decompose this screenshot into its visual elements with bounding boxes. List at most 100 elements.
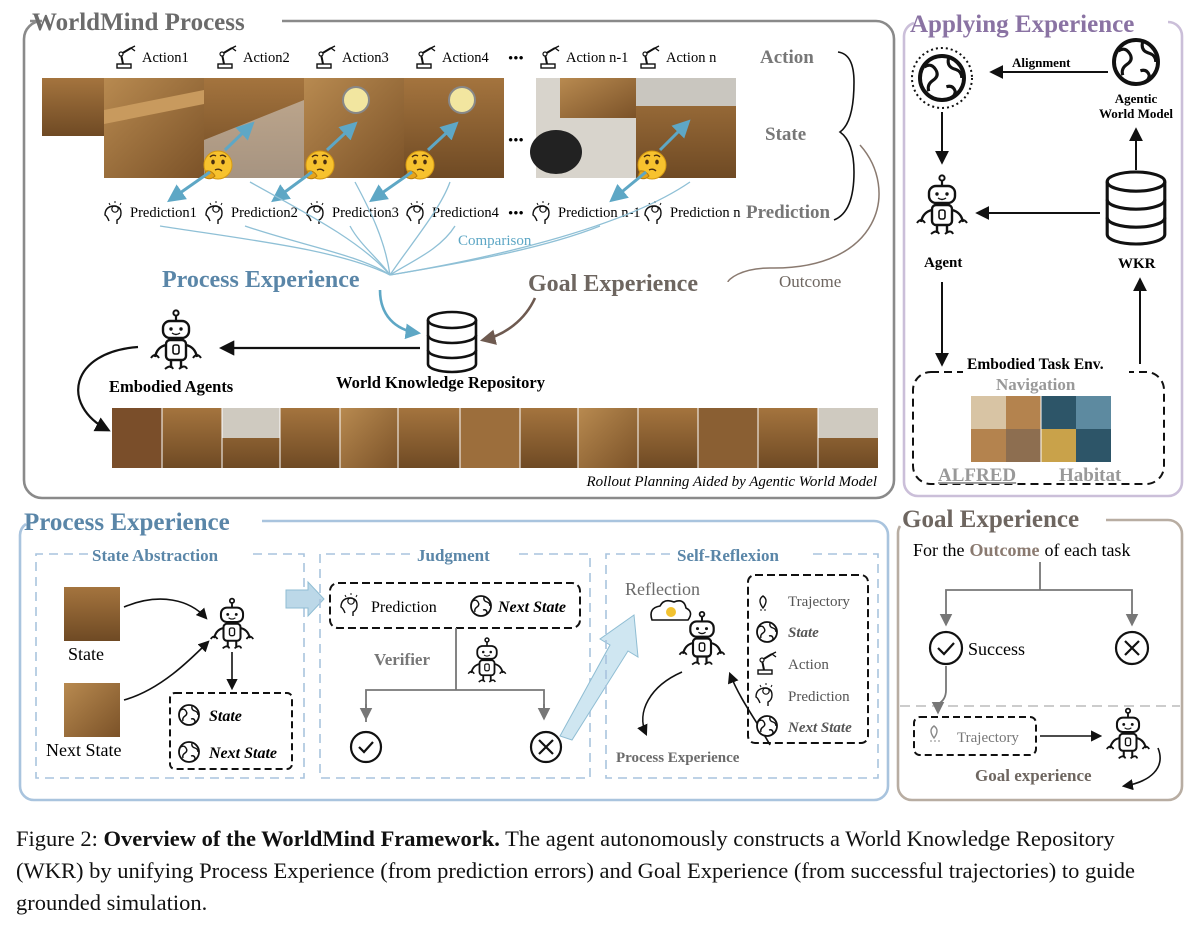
abstract-state-label: State — [209, 708, 242, 725]
action-row: Action1 Action2 Action3 Action4 ••• Acti… — [116, 45, 717, 69]
state-ellipsis: ••• — [508, 133, 524, 149]
ellipsis: ••• — [508, 206, 524, 222]
reflection-list-item: Prediction — [788, 689, 850, 705]
row-labels: Action State Prediction — [746, 47, 831, 223]
robot-icon — [149, 309, 203, 371]
success-to-trajectory-arrow — [931, 666, 947, 715]
fail-to-reflection-arrow — [559, 614, 639, 741]
globe-icon — [918, 54, 966, 102]
abstraction-to-judgment-arrow — [285, 580, 325, 618]
state-to-robot-arrow — [123, 598, 208, 620]
of-each-task-text: of each task — [1044, 540, 1130, 560]
rollout-label: Rollout Planning Aided by Agentic World … — [585, 474, 877, 490]
action-label: Action3 — [342, 50, 389, 66]
env-thumbnails — [971, 396, 1111, 462]
reflection-list-item: Action — [788, 657, 829, 673]
robot-to-goal-experience-arrow — [1121, 747, 1161, 791]
fail-cross-icon — [529, 730, 563, 764]
embodied-agents-label: Embodied Agents — [109, 377, 234, 396]
judgment-title: Judgment — [417, 546, 490, 565]
env-title: Embodied Task Env. — [967, 356, 1104, 373]
row-label-prediction: Prediction — [746, 202, 831, 223]
brace — [833, 51, 855, 221]
worldmind-process-title: WorldMind Process — [32, 9, 245, 36]
trajectory-pin-icon — [759, 595, 768, 611]
outcome-label: Outcome — [779, 272, 841, 291]
bulb-head-icon — [532, 200, 550, 225]
state-transition-arrows — [167, 119, 691, 203]
reflection-label: Reflection — [625, 579, 700, 599]
robot-arm-icon — [416, 45, 436, 69]
caption-title: Overview of the WorldMind Framework. — [103, 826, 500, 851]
outcome-keyword: Outcome — [970, 540, 1040, 560]
robot-arm-icon — [116, 45, 136, 69]
reflection-list-item: State — [788, 625, 819, 641]
prediction-label: Prediction4 — [432, 205, 500, 221]
state-thumbnail — [64, 587, 120, 641]
state-abstraction-title: State Abstraction — [92, 546, 219, 565]
robot-icon — [209, 597, 255, 650]
self-reflexion-box — [605, 553, 879, 779]
robot-icon — [915, 174, 969, 236]
prediction-label: Prediction3 — [332, 205, 399, 221]
prediction-label: Prediction n-1 — [558, 205, 641, 221]
prediction-row: Prediction1 Prediction2 Prediction3 Pred… — [104, 200, 741, 225]
wkr-label: WKR — [1118, 256, 1156, 272]
robot-icon — [467, 637, 507, 683]
applying-experience-title: Applying Experience — [910, 11, 1134, 38]
abstract-next-state-label: Next State — [208, 745, 277, 762]
outcome-branches — [945, 562, 1133, 620]
next-state-to-robot-arrow — [123, 640, 210, 701]
alignment-label: Alignment — [1012, 55, 1071, 70]
globe-icon — [756, 715, 778, 737]
agent-to-rollout-arrow — [77, 345, 139, 432]
robot-arm-icon — [217, 45, 237, 69]
habitat-label: Habitat — [1059, 465, 1122, 486]
reflection-list-item: Next State — [787, 720, 852, 736]
action-label: Action n-1 — [566, 50, 628, 66]
database-icon — [426, 310, 478, 374]
self-reflexion-title: Self-Reflexion — [677, 546, 780, 565]
globe-icon — [756, 621, 778, 643]
repository-label: World Knowledge Repository — [336, 373, 546, 392]
globe-icon — [1112, 38, 1160, 86]
verifier-branches — [365, 689, 545, 722]
caption-body: The agent autonomously constructs a Worl… — [16, 826, 1135, 915]
env-title-backdrop — [963, 353, 1129, 375]
world-model-globe-right — [1112, 38, 1160, 86]
judgment-box — [319, 553, 591, 779]
world-model-globe-left — [911, 47, 973, 109]
verifier-label: Verifier — [374, 650, 430, 669]
action-label: Action4 — [442, 50, 489, 66]
robot-arm-icon — [640, 45, 660, 69]
process-experience-panel: Process Experience — [18, 509, 890, 802]
action-label: Action n — [666, 50, 717, 66]
row-label-state: State — [765, 124, 806, 145]
applying-experience-panel: Applying Experience — [902, 11, 1184, 498]
bulb-head-icon — [755, 682, 773, 707]
thought-cloud-icon — [650, 599, 692, 621]
for-the-text: For the — [913, 540, 965, 560]
row-label-action: Action — [760, 47, 814, 68]
reflection-inputs-box — [747, 574, 869, 744]
goal-experience-label: Goal Experience — [528, 271, 698, 297]
bulb-head-icon — [104, 200, 122, 225]
state-abstraction-box — [35, 553, 305, 779]
worldmind-process-panel: WorldMind Process — [22, 9, 896, 500]
globe-icon — [178, 704, 200, 726]
state-label: State — [68, 644, 104, 664]
globe-icon — [178, 741, 200, 763]
goal-to-wkr-arrow — [479, 297, 537, 345]
agentic-world-model-label: World Model — [1099, 106, 1173, 121]
next-state-label: Next State — [46, 740, 121, 760]
goal-experience-output-label: Goal experience — [975, 766, 1092, 785]
robot-arm-icon — [316, 45, 336, 69]
agent-label: Agent — [924, 255, 962, 271]
action-label: Action1 — [142, 50, 189, 66]
bulb-head-icon — [340, 592, 358, 617]
outcome-curve — [727, 144, 880, 283]
robot-arm-icon — [540, 45, 560, 69]
prediction-label: Prediction2 — [231, 205, 298, 221]
state-image-strip — [42, 78, 736, 178]
